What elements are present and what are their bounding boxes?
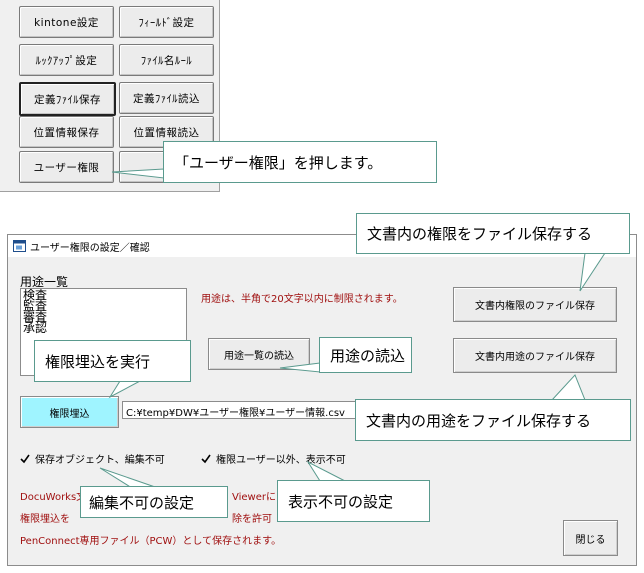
load-usage-callout: 用途の読込 <box>319 337 412 373</box>
close-button[interactable]: 閉じる <box>563 520 618 556</box>
save-definition-file-button[interactable]: 定義ﾌｧｲﾙ保存 <box>19 82 116 116</box>
note-line2-end: 除を許可 <box>232 514 272 525</box>
filename-rule-button[interactable]: ﾌｧｲﾙ名ﾙｰﾙ <box>119 44 214 76</box>
no-edit-callout: 編集不可の設定 <box>80 486 228 518</box>
dialog-title: ユーザー権限の設定／確認 <box>30 243 150 254</box>
lookup-settings-button[interactable]: ﾙｯｸｱｯﾌﾟ設定 <box>19 44 114 76</box>
non-rights-user-no-display-checkbox[interactable]: 権限ユーザー以外、表示不可 <box>201 451 346 466</box>
load-definition-file-button[interactable]: 定義ﾌｧｲﾙ読込 <box>119 82 214 114</box>
user-info-path-field[interactable]: C:¥temp¥DW¥ユーザー権限¥ユーザー情報.csv <box>122 401 376 419</box>
checkmark-icon <box>201 454 211 464</box>
kintone-settings-button[interactable]: kintone設定 <box>19 6 114 38</box>
note-line1-start: DocuWorks文 <box>20 492 87 503</box>
note-line2-start: 権限埋込を <box>20 514 70 525</box>
user-rights-callout: 「ユーザー権限」を押します。 <box>163 141 437 183</box>
list-item[interactable]: 審査 <box>23 310 48 324</box>
usage-hint-text: 用途は、半角で20文字以内に制限されます。 <box>201 294 403 305</box>
no-display-callout: 表示不可の設定 <box>277 480 430 522</box>
list-item[interactable]: 検査 <box>23 288 48 302</box>
note-line3: PenConnect専用ファイル（PCW）として保存されます。 <box>20 536 282 547</box>
window-app-icon <box>13 240 26 252</box>
save-object-no-edit-checkbox[interactable]: 保存オブジェクト、編集不可 <box>20 451 165 466</box>
usage-list-label: 用途一覧 <box>20 275 69 289</box>
note-line1-end: Viewerに <box>232 492 276 503</box>
save-usage-to-file-button[interactable]: 文書内用途のファイル保存 <box>453 338 617 373</box>
list-item[interactable]: 承認 <box>23 321 48 335</box>
field-settings-button[interactable]: ﾌｨｰﾙﾄﾞ設定 <box>119 6 214 38</box>
save-object-no-edit-label: 保存オブジェクト、編集不可 <box>35 455 165 466</box>
load-usage-list-button[interactable]: 用途一覧の読込 <box>208 338 310 370</box>
user-rights-button[interactable]: ユーザー権限 <box>19 151 114 183</box>
embed-rights-button[interactable]: 権限埋込 <box>20 396 119 428</box>
save-position-info-button[interactable]: 位置情報保存 <box>19 116 114 148</box>
save-rights-callout: 文書内の権限をファイル保存する <box>356 213 630 254</box>
list-item[interactable]: 監査 <box>23 299 48 313</box>
non-rights-user-no-display-label: 権限ユーザー以外、表示不可 <box>216 455 346 466</box>
save-usage-callout: 文書内の用途をファイル保存する <box>355 399 631 441</box>
save-rights-to-file-button[interactable]: 文書内権限のファイル保存 <box>453 287 617 322</box>
embed-rights-callout: 権限埋込を実行 <box>34 340 191 382</box>
checkmark-icon <box>20 454 30 464</box>
